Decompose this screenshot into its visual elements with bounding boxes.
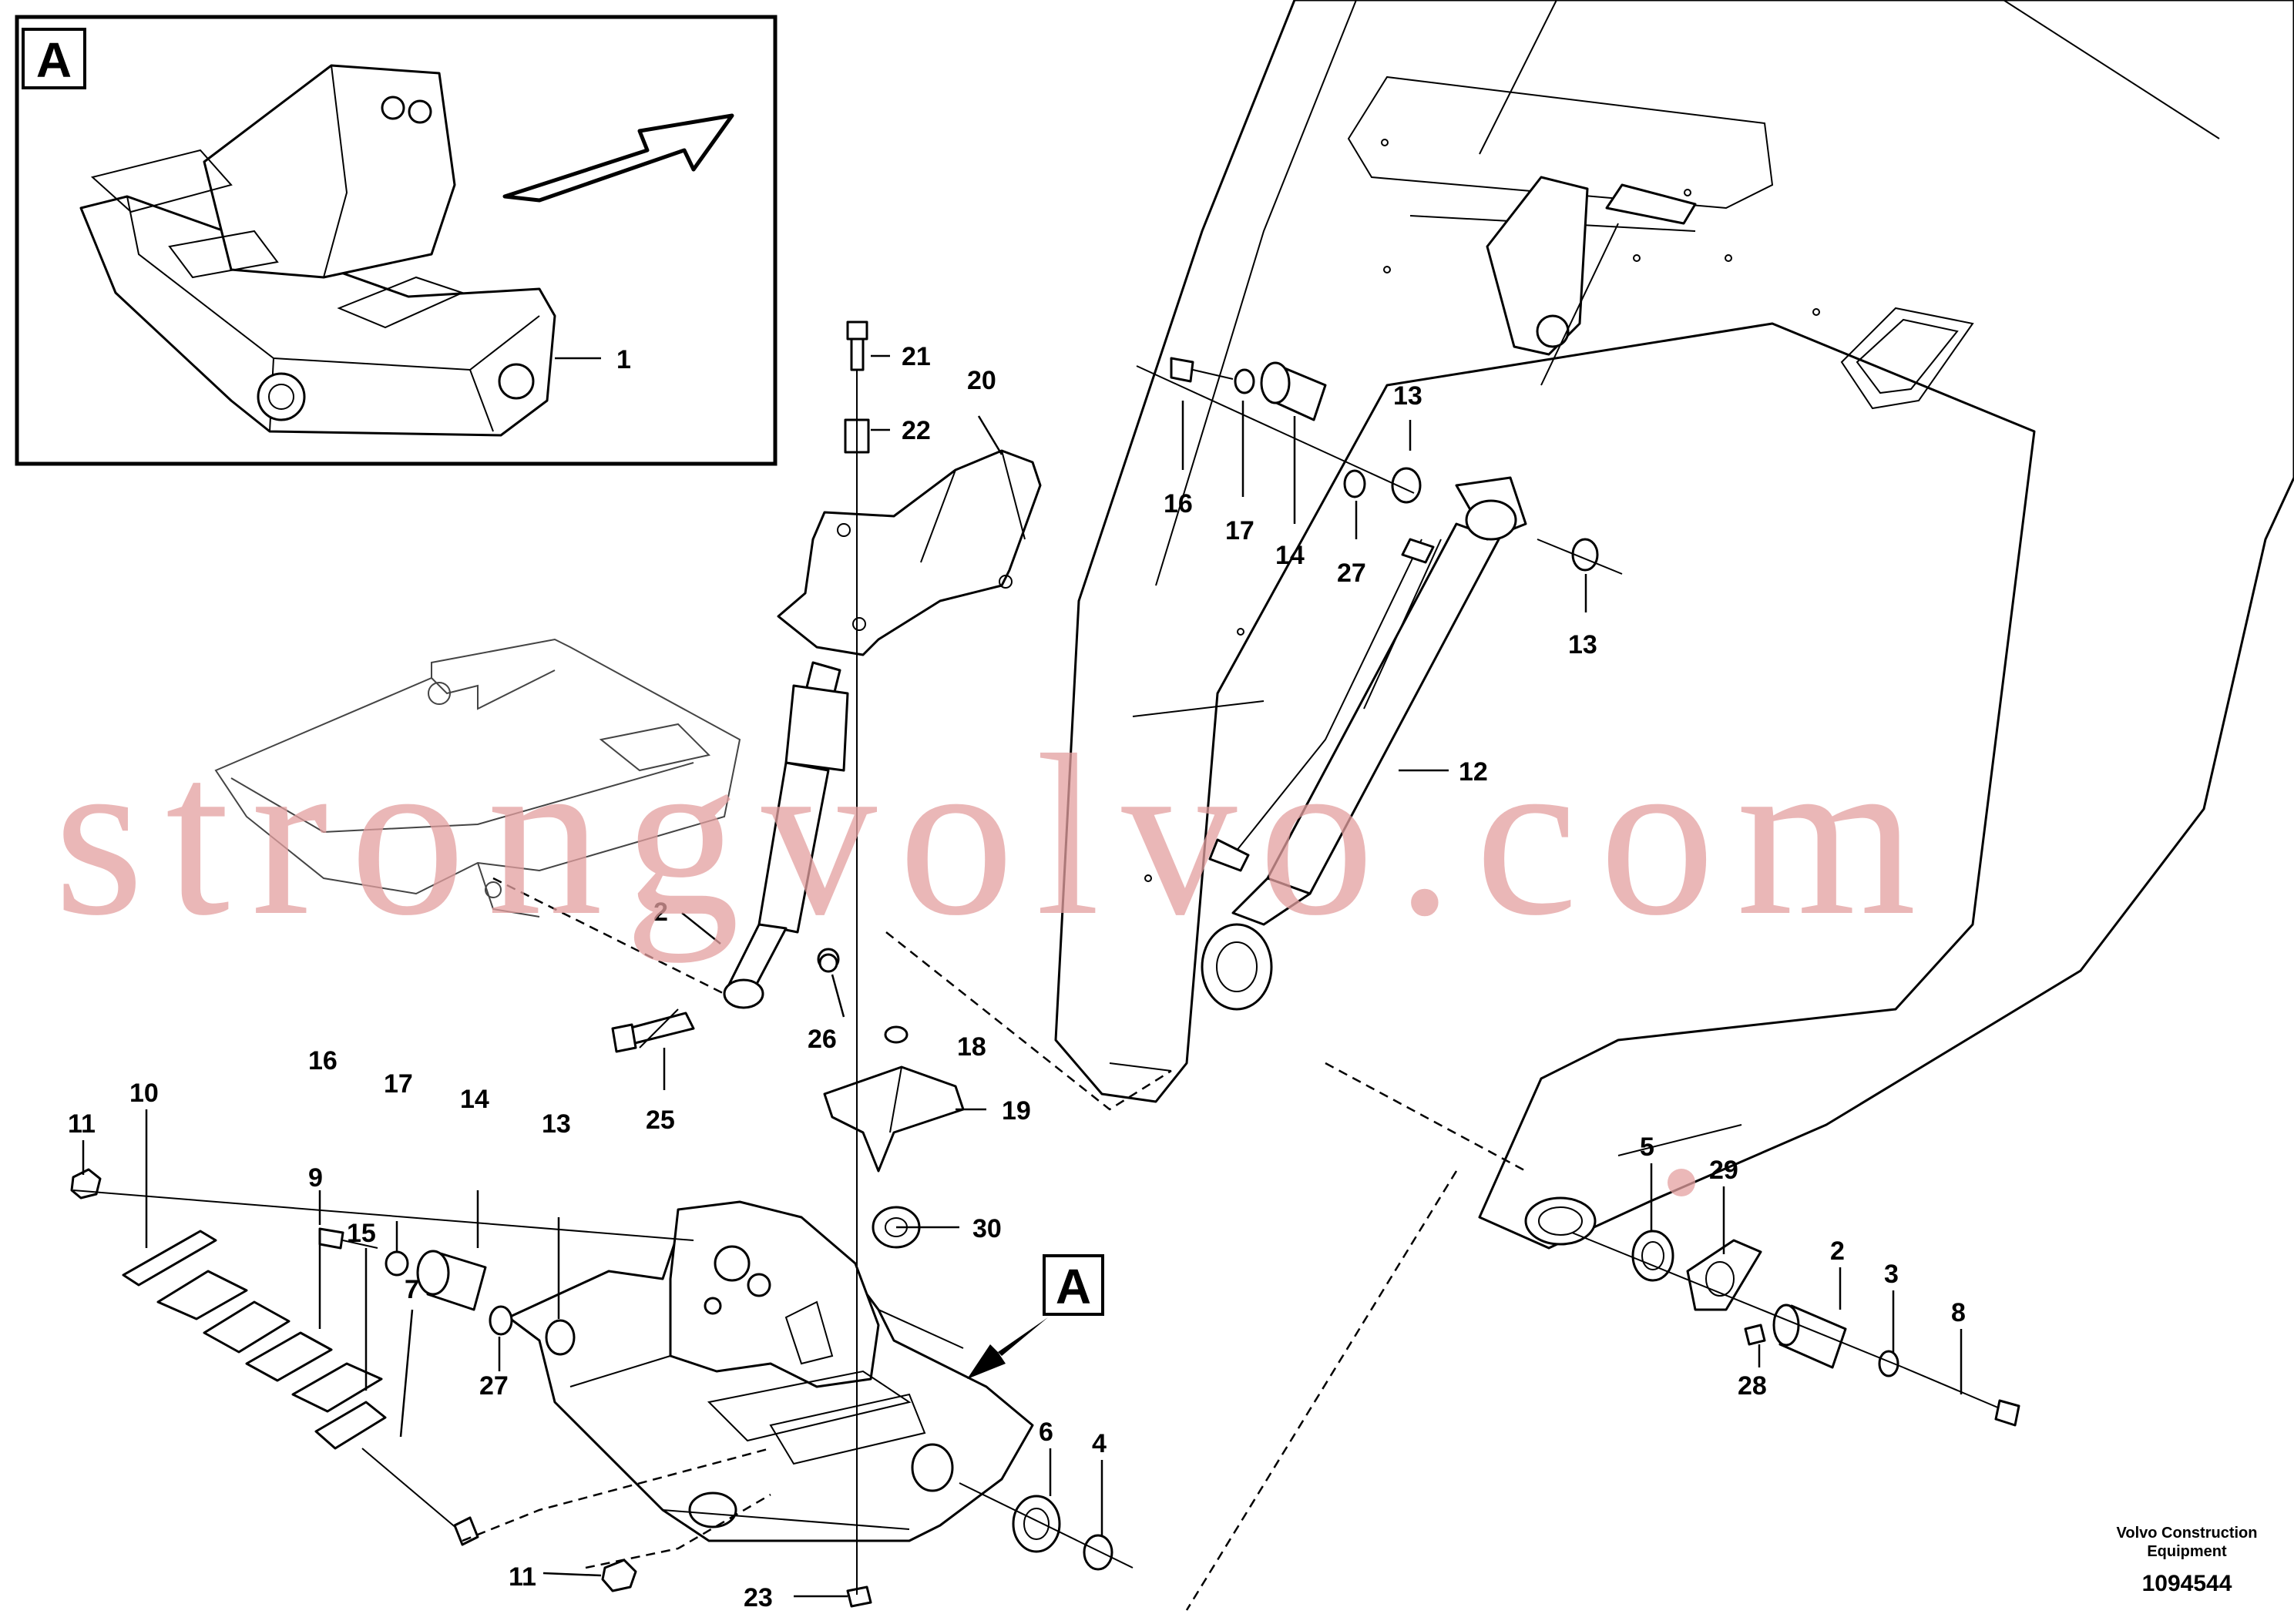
label-part-30: 30 [972,1214,1002,1243]
label-part-18: 18 [957,1032,986,1062]
leader-lines [82,354,1963,1598]
lift-arm [1054,0,2294,1250]
label-part-20: 20 [967,366,996,395]
label-part-4: 4 [1092,1429,1107,1458]
label-part-14-top: 14 [1275,541,1305,570]
brand-line-2: Equipment [2147,1543,2227,1560]
hydraulic-cylinder [1201,476,1527,1011]
label-part-15: 15 [347,1219,376,1248]
label-part-29: 29 [1709,1156,1738,1185]
drawing-number: 1094544 [2142,1571,2232,1596]
label-part-3: 3 [1884,1260,1899,1289]
inset-tag: A [36,32,72,88]
label-part-11-bottom: 11 [509,1562,536,1592]
label-part-1: 1 [616,345,631,374]
mounting-bracket [507,1200,1034,1542]
label-part-2-left: 2 [653,898,668,927]
label-part-12: 12 [1459,757,1488,787]
label-part-23: 23 [744,1583,773,1612]
label-part-25: 25 [646,1106,675,1135]
label-part-6: 6 [1039,1418,1053,1447]
direction-arrow [502,113,734,203]
label-part-19: 19 [1002,1096,1031,1126]
label-part-17-left: 17 [384,1069,413,1099]
label-part-10: 10 [129,1079,159,1108]
label-part-22: 22 [902,416,931,445]
label-part-13-right: 13 [1568,630,1597,659]
assembly-lines [72,365,1904,1611]
watermark: strongvolvo.com [54,707,1938,964]
label-part-13-left: 13 [542,1109,571,1139]
label-part-27-top: 27 [1337,559,1366,588]
label-part-28: 28 [1738,1371,1767,1401]
label-part-2-right: 2 [1830,1236,1845,1266]
watermark-dot [1668,1169,1695,1196]
label-part-9: 9 [308,1163,323,1193]
label-part-21: 21 [902,342,931,371]
bracket-20 [777,449,1042,656]
label-part-27-left: 27 [479,1371,509,1401]
label-part-14-left: 14 [460,1085,489,1114]
label-part-17-top: 17 [1225,516,1254,545]
label-part-16-top: 16 [1164,489,1193,518]
small-parts [70,320,2020,1608]
footer: Volvo Construction Equipment 1094544 [2117,1525,2258,1596]
label-part-7: 7 [405,1275,419,1304]
detail-callout: A [967,1254,1104,1379]
label-part-5: 5 [1640,1132,1654,1162]
label-part-16-left: 16 [308,1046,338,1075]
brand-line-1: Volvo Construction [2117,1525,2258,1542]
label-part-11-left: 11 [68,1109,96,1139]
inset-bracket-drawing [79,64,601,437]
background-frame-outline [214,638,741,918]
callout-tag: A [1056,1259,1091,1314]
label-part-13-top: 13 [1393,381,1422,411]
part-labels: 1 21 22 20 16 17 14 27 13 13 12 2 26 18 … [68,342,1966,1612]
shock-absorber [626,661,849,1045]
label-part-8: 8 [1951,1298,1966,1327]
label-part-26: 26 [808,1025,837,1054]
